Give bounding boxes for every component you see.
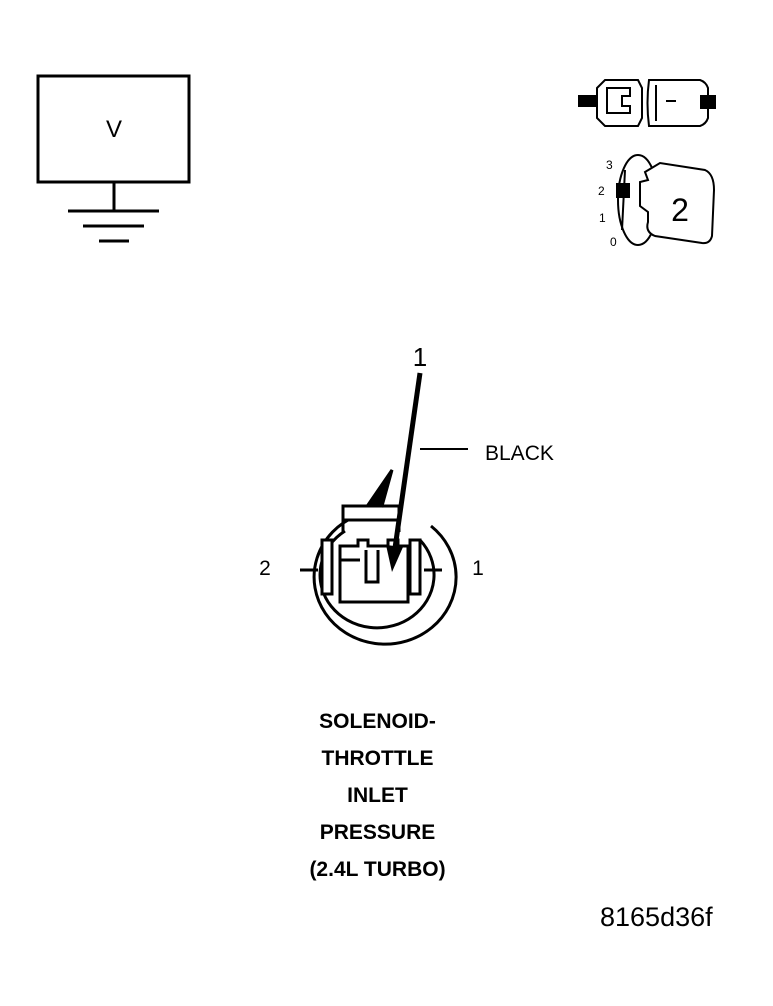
key-scale-label-1: 1 xyxy=(599,211,606,225)
key-scale-label-3: 3 xyxy=(606,158,613,172)
caption-line: (2.4L TURBO) xyxy=(309,858,446,881)
key-scale-label-2: 2 xyxy=(598,184,605,198)
component-caption: SOLENOID- THROTTLE INLET PRESSURE (2.4L … xyxy=(250,703,505,888)
voltmeter-symbol: V xyxy=(36,74,191,243)
figure-id: 8165d36f xyxy=(600,902,713,932)
connector-plug-icon xyxy=(578,79,716,127)
pin-label-right: 1 xyxy=(472,557,484,580)
connector-key-icon: 2 3 2 1 0 xyxy=(598,154,716,249)
voltmeter-label: V xyxy=(106,116,122,143)
ground-icon xyxy=(68,182,159,243)
pin-callout-arrow xyxy=(386,372,423,572)
key-scale-label-0: 0 xyxy=(610,235,617,249)
pin-label-left: 2 xyxy=(259,557,271,580)
connector-face xyxy=(300,469,458,646)
caption-line: INLET xyxy=(347,784,408,807)
caption-line: PRESSURE xyxy=(319,821,436,844)
connector-color-label: BLACK xyxy=(485,442,554,465)
caption-line: THROTTLE xyxy=(321,747,434,770)
callout-number: 1 xyxy=(413,342,427,372)
caption-line: SOLENOID- xyxy=(319,710,436,733)
key-number: 2 xyxy=(671,192,689,228)
